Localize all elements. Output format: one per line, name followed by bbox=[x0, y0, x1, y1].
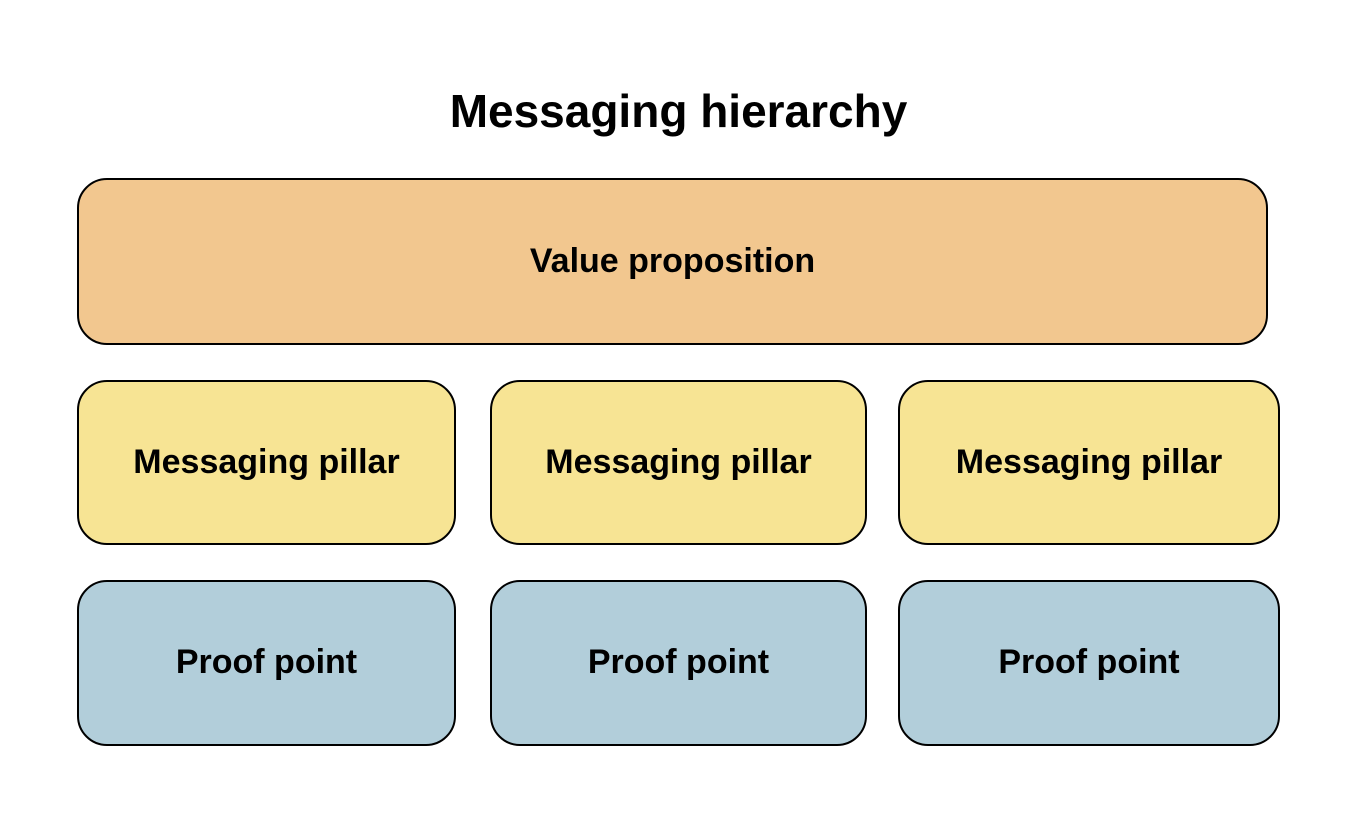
proof-point-label-3: Proof point bbox=[998, 643, 1180, 682]
value-proposition-label: Value proposition bbox=[529, 241, 816, 280]
messaging-pillar-label-2: Messaging pillar bbox=[545, 442, 812, 481]
diagram-title: Messaging hierarchy bbox=[449, 85, 908, 137]
messaging-pillar-box-1: Messaging pillar bbox=[77, 380, 456, 545]
messaging-pillar-label-1: Messaging pillar bbox=[133, 442, 400, 481]
messaging-pillar-box-3: Messaging pillar bbox=[898, 380, 1280, 545]
value-proposition-box: Value proposition bbox=[77, 178, 1268, 345]
proof-point-box-1: Proof point bbox=[77, 580, 456, 746]
messaging-pillar-box-2: Messaging pillar bbox=[490, 380, 867, 545]
messaging-pillar-label-3: Messaging pillar bbox=[955, 442, 1223, 481]
proof-point-label-1: Proof point bbox=[175, 643, 358, 682]
proof-point-box-2: Proof point bbox=[490, 580, 867, 746]
proof-point-label-2: Proof point bbox=[587, 643, 770, 682]
proof-point-box-3: Proof point bbox=[898, 580, 1280, 746]
